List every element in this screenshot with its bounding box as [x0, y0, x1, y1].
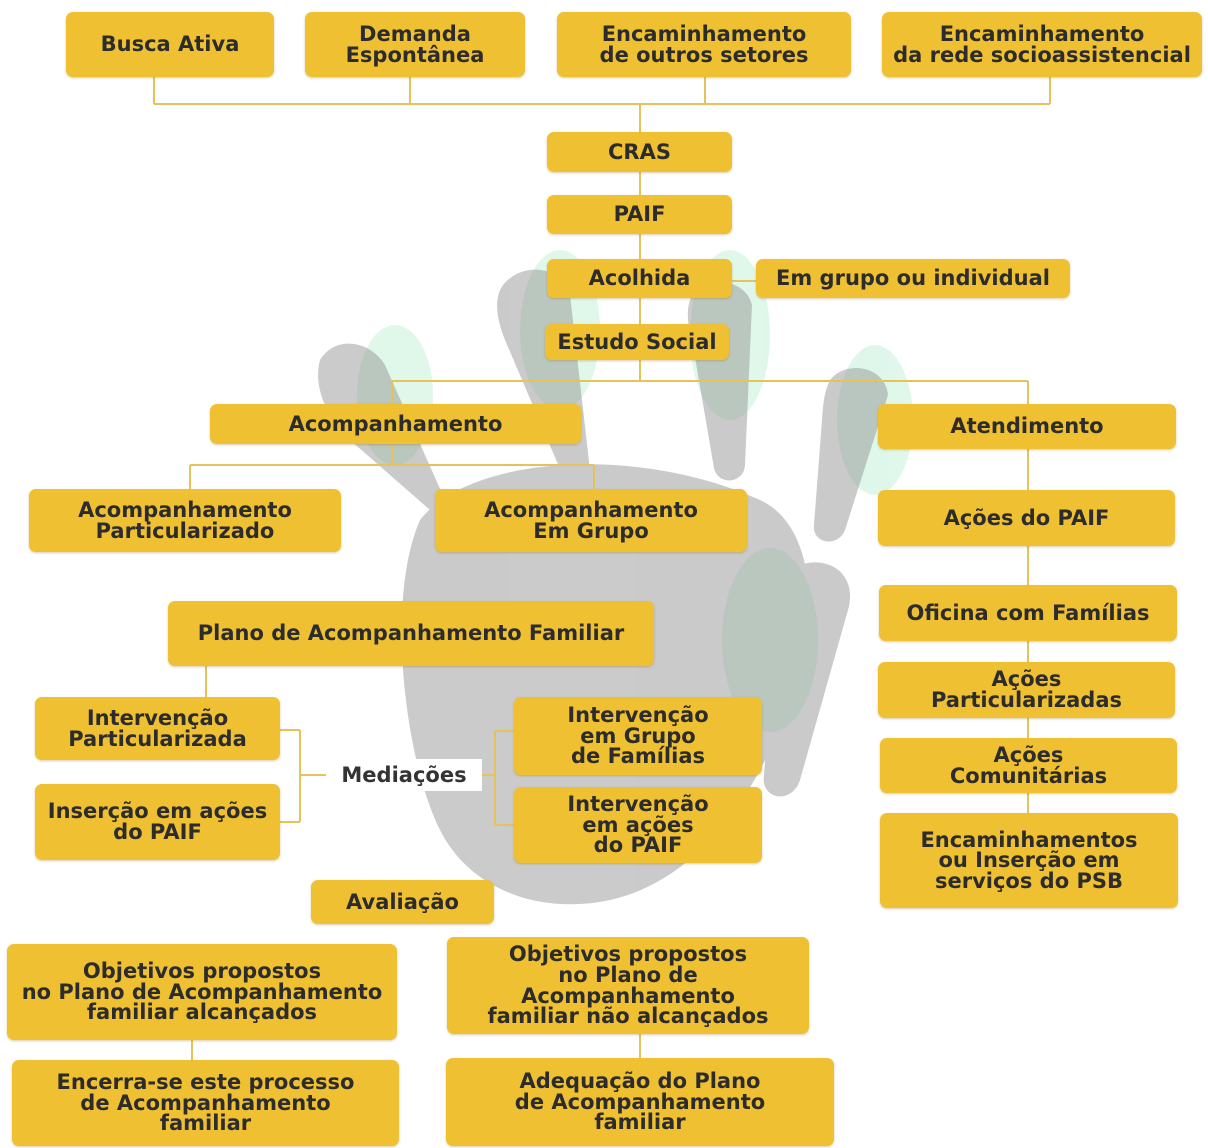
node-acompanhamento: Acompanhamento	[210, 404, 581, 444]
source-demanda-espontanea: Demanda Espontânea	[305, 12, 525, 77]
node-avaliacao: Avaliação	[311, 880, 494, 924]
node-adequacao-plano: Adequação do Plano de Acompanhamento fam…	[446, 1058, 834, 1146]
node-objetivos-alcancados: Objetivos propostos no Plano de Acompanh…	[7, 944, 397, 1040]
node-acompanhamento-particularizado: Acompanhamento Particularizado	[29, 489, 341, 552]
node-acoes-comunitarias: Ações Comunitárias	[880, 738, 1177, 793]
node-objetivos-nao-alcancados: Objetivos propostos no Plano de Acompanh…	[447, 937, 809, 1034]
node-acoes-particularizadas: Ações Particularizadas	[878, 662, 1175, 718]
node-encaminhamentos-psb: Encaminhamentos ou Inserção em serviços …	[880, 813, 1178, 908]
node-intervencao-acoes-paif: Intervenção em ações do PAIF	[514, 787, 762, 863]
node-paif: PAIF	[547, 195, 732, 234]
node-atendimento: Atendimento	[878, 404, 1176, 449]
node-acompanhamento-em-grupo: Acompanhamento Em Grupo	[435, 489, 747, 552]
node-intervencao-particularizada: Intervenção Particularizada	[35, 697, 280, 760]
node-encerra-processo: Encerra-se este processo de Acompanhamen…	[12, 1060, 399, 1146]
node-acolhida: Acolhida	[547, 259, 732, 298]
label-mediacoes: Mediações	[326, 759, 482, 791]
source-encaminhamento-rede: Encaminhamento da rede socioassistencial	[882, 12, 1202, 77]
node-em-grupo-ou-individual: Em grupo ou individual	[756, 259, 1070, 298]
node-intervencao-grupo-familias: Intervenção em Grupo de Famílias	[514, 697, 762, 775]
node-oficina-com-familias: Oficina com Famílias	[879, 585, 1177, 641]
node-plano-acompanhamento-familiar: Plano de Acompanhamento Familiar	[168, 601, 654, 666]
node-insercao-acoes-paif: Inserção em ações do PAIF	[35, 784, 280, 860]
node-acoes-paif: Ações do PAIF	[878, 490, 1175, 546]
node-estudo-social: Estudo Social	[545, 324, 729, 360]
source-encaminhamento-outros-setores: Encaminhamento de outros setores	[557, 12, 851, 77]
node-cras: CRAS	[547, 132, 732, 172]
source-busca-ativa: Busca Ativa	[66, 12, 274, 77]
